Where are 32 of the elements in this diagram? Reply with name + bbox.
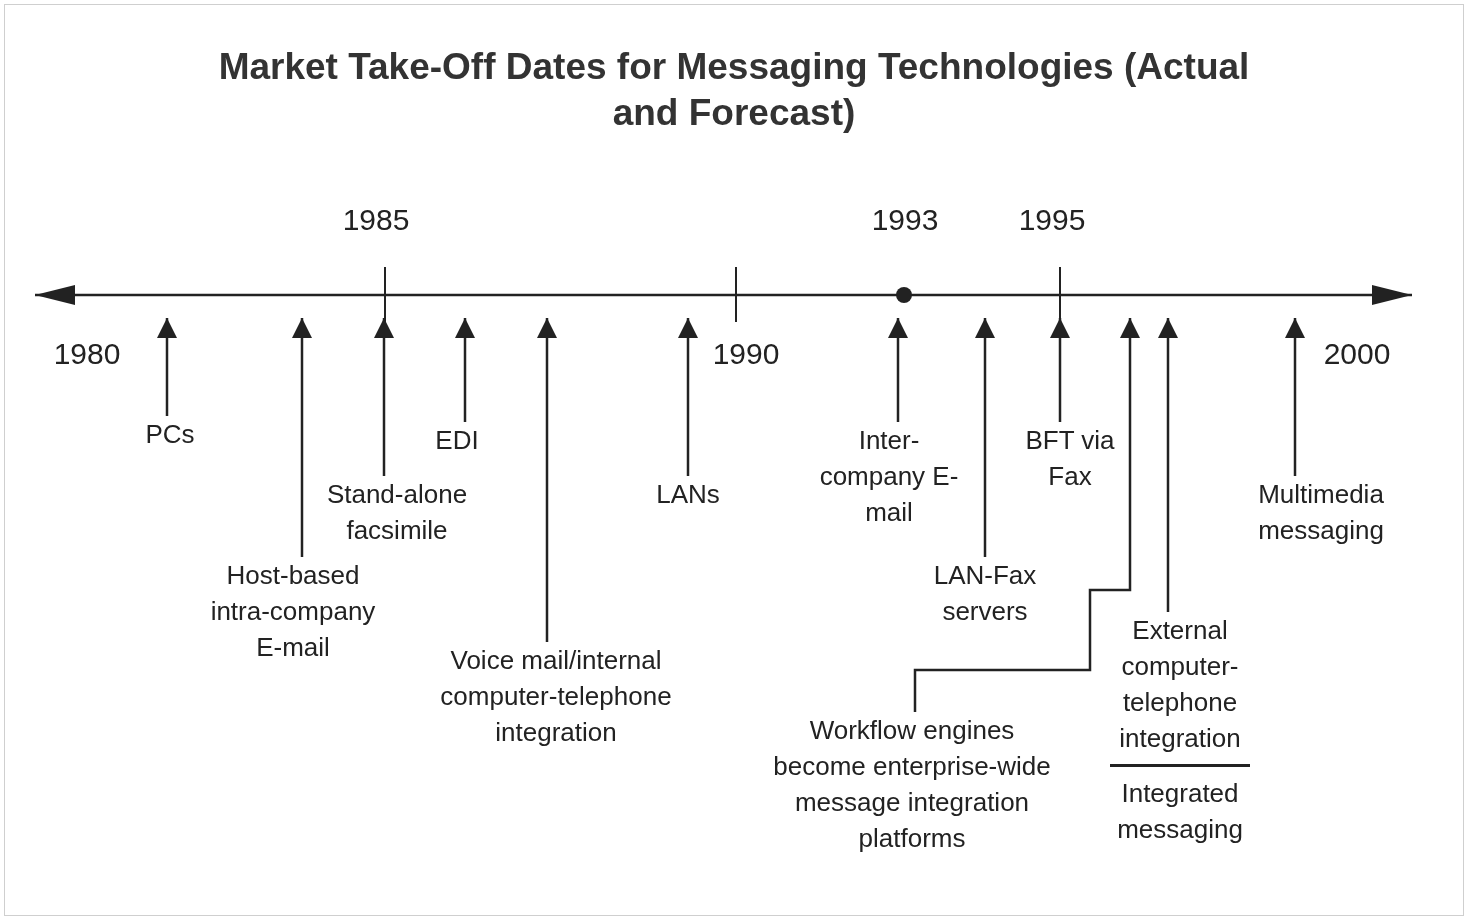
arrow bbox=[292, 318, 312, 557]
event-label: Stand-alone facsimile bbox=[325, 478, 469, 547]
year-label: 1985 bbox=[341, 202, 411, 238]
event-label: Host-based intra-company E-mail bbox=[209, 559, 377, 664]
arrow bbox=[1158, 318, 1178, 612]
year-label: 1995 bbox=[1017, 202, 1087, 238]
arrow bbox=[157, 318, 177, 416]
arrow bbox=[888, 318, 908, 422]
arrow bbox=[537, 318, 557, 642]
year-label: 1990 bbox=[711, 336, 781, 372]
arrow bbox=[374, 318, 394, 476]
title: Market Take-Off Dates for Messaging Technologies (Actual and Forecast) bbox=[217, 45, 1251, 135]
arrow bbox=[1285, 318, 1305, 476]
arrow bbox=[913, 318, 1140, 712]
year-label: 2000 bbox=[1322, 336, 1392, 372]
event-label: BFT via Fax bbox=[1025, 424, 1115, 493]
year-label: 1980 bbox=[52, 336, 122, 372]
event-label: LAN-Fax servers bbox=[932, 559, 1038, 628]
event-label: Integrated messaging bbox=[1116, 777, 1244, 846]
arrow bbox=[975, 318, 995, 557]
event-label: Inter-company E-mail bbox=[818, 424, 960, 529]
event-label: PCs bbox=[145, 418, 195, 451]
arrow bbox=[1050, 318, 1070, 422]
event-label: Voice mail/internal computer-telephone integration bbox=[439, 644, 673, 749]
event-label: LANs bbox=[656, 478, 720, 511]
event-label: Workflow engines become enterprise-wide message integration platforms bbox=[772, 714, 1052, 855]
year-label: 1993 bbox=[870, 202, 940, 238]
arrow bbox=[455, 318, 475, 422]
arrow bbox=[678, 318, 698, 476]
event-label: Multimedia messaging bbox=[1257, 478, 1385, 547]
event-label: External computer-telephone integration bbox=[1118, 614, 1242, 755]
event-label: EDI bbox=[435, 424, 479, 457]
